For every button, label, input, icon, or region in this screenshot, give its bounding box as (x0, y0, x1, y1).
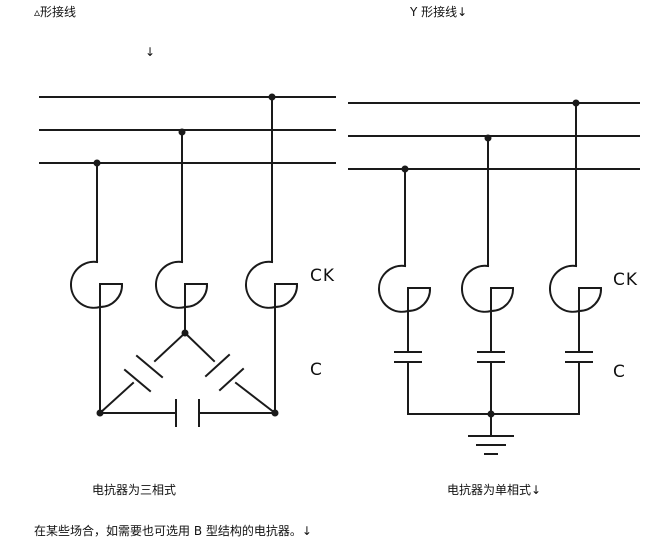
footer-note: 在某些场合，如需要也可选用 B 型结构的电抗器。↓ (34, 524, 312, 538)
caption-left: 电抗器为三相式 (92, 483, 177, 497)
reactor-symbol (69, 260, 124, 309)
capacitor-symbol (183, 331, 277, 415)
capacitor-symbol (394, 310, 422, 415)
reactor-symbol (154, 260, 209, 309)
neutral-node-dot (487, 410, 495, 418)
reactor-label-left: CK (310, 266, 336, 286)
reactor-symbol (377, 264, 432, 313)
capacitor-symbol (98, 331, 187, 415)
reactor-symbol (244, 260, 299, 309)
wye-diagram (348, 99, 640, 455)
caption-right: 电抗器为单相式↓ (447, 483, 542, 497)
reactor-symbol (548, 264, 603, 313)
wye-connection-heading: Y 形接线↓ (410, 5, 468, 19)
capacitor-symbol (477, 310, 505, 437)
capacitor-label-left: C (310, 360, 323, 380)
delta-diagram (39, 93, 336, 427)
reactor-label-right: CK (613, 270, 639, 290)
capacitor-label-right: C (613, 362, 626, 382)
reactor-symbol (460, 264, 515, 313)
ground-icon (468, 435, 514, 455)
capacitor-symbol (565, 310, 593, 415)
delta-connection-heading: ▵形接线 (34, 5, 77, 19)
paragraph-return-mark: ↓ (145, 45, 156, 59)
capacitor-symbol (99, 399, 276, 427)
